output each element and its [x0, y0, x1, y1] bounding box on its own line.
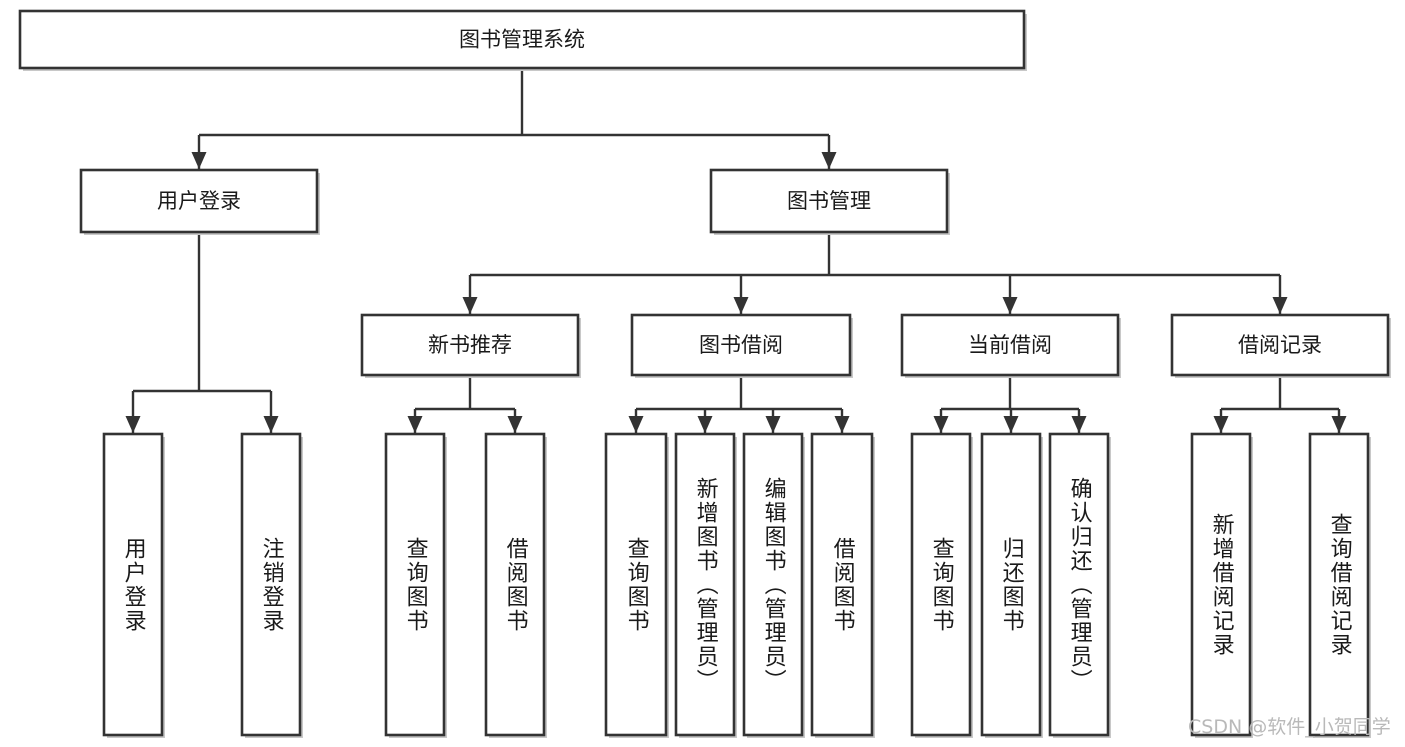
arrow-head-icon [1002, 297, 1018, 314]
node-box-cb-query-book[interactable] [910, 432, 972, 737]
arrow-head-icon [1331, 416, 1347, 433]
arrow-head-icon [933, 416, 949, 433]
connector-links-layer [125, 68, 1347, 433]
arrow-head-icon [191, 152, 207, 169]
node-box-bb-edit-book[interactable] [742, 432, 804, 737]
arrow-head-icon [507, 416, 523, 433]
node-box-cb-confirm-return[interactable] [1048, 432, 1110, 737]
node-box-bb-add-book[interactable] [674, 432, 736, 737]
arrow-head-icon [834, 416, 850, 433]
node-label-borrow-record: 借阅记录 [1238, 333, 1322, 357]
node-box-current-borrow[interactable] [900, 313, 1120, 377]
arrow-head-icon [765, 416, 781, 433]
arrow-head-icon [1272, 297, 1288, 314]
node-label-book-management: 图书管理 [787, 189, 871, 213]
arrow-head-icon [407, 416, 423, 433]
node-box-user-login[interactable] [79, 168, 319, 234]
node-box-root[interactable] [18, 9, 1026, 70]
node-box-bb-query-book[interactable] [604, 432, 668, 737]
node-label-user-login: 用户登录 [157, 189, 241, 213]
node-label-book-borrow: 图书借阅 [699, 333, 783, 357]
node-box-book-borrow[interactable] [630, 313, 852, 377]
arrow-head-icon [1213, 416, 1229, 433]
arrow-head-icon [125, 416, 141, 433]
arrow-head-icon [263, 416, 279, 433]
arrow-head-icon [733, 297, 749, 314]
node-box-user-login-login[interactable] [102, 432, 164, 737]
arrow-head-icon [697, 416, 713, 433]
node-label-root: 图书管理系统 [459, 28, 585, 52]
arrow-head-icon [1071, 416, 1087, 433]
node-label-new-book-recommend: 新书推荐 [428, 333, 512, 357]
node-box-book-management[interactable] [709, 168, 949, 234]
node-box-cb-return-book[interactable] [980, 432, 1042, 737]
node-boxes-layer [18, 9, 1391, 738]
arrow-head-icon [1003, 416, 1019, 433]
node-label-current-borrow: 当前借阅 [968, 333, 1052, 357]
node-box-br-add-record[interactable] [1190, 432, 1252, 737]
arrow-head-icon [821, 152, 837, 169]
node-box-new-book-recommend[interactable] [360, 313, 580, 377]
node-box-bb-borrow-book[interactable] [810, 432, 874, 737]
watermark-text: CSDN @软件_小贺同学 [1188, 716, 1391, 738]
arrow-head-icon [628, 416, 644, 433]
node-box-user-login-logout[interactable] [240, 432, 302, 737]
arrow-head-icon [462, 297, 478, 314]
node-box-borrow-record[interactable] [1170, 313, 1390, 377]
node-box-nbr-query-book[interactable] [384, 432, 446, 737]
node-box-nbr-borrow-book[interactable] [484, 432, 546, 737]
node-box-br-query-record[interactable] [1308, 432, 1370, 737]
